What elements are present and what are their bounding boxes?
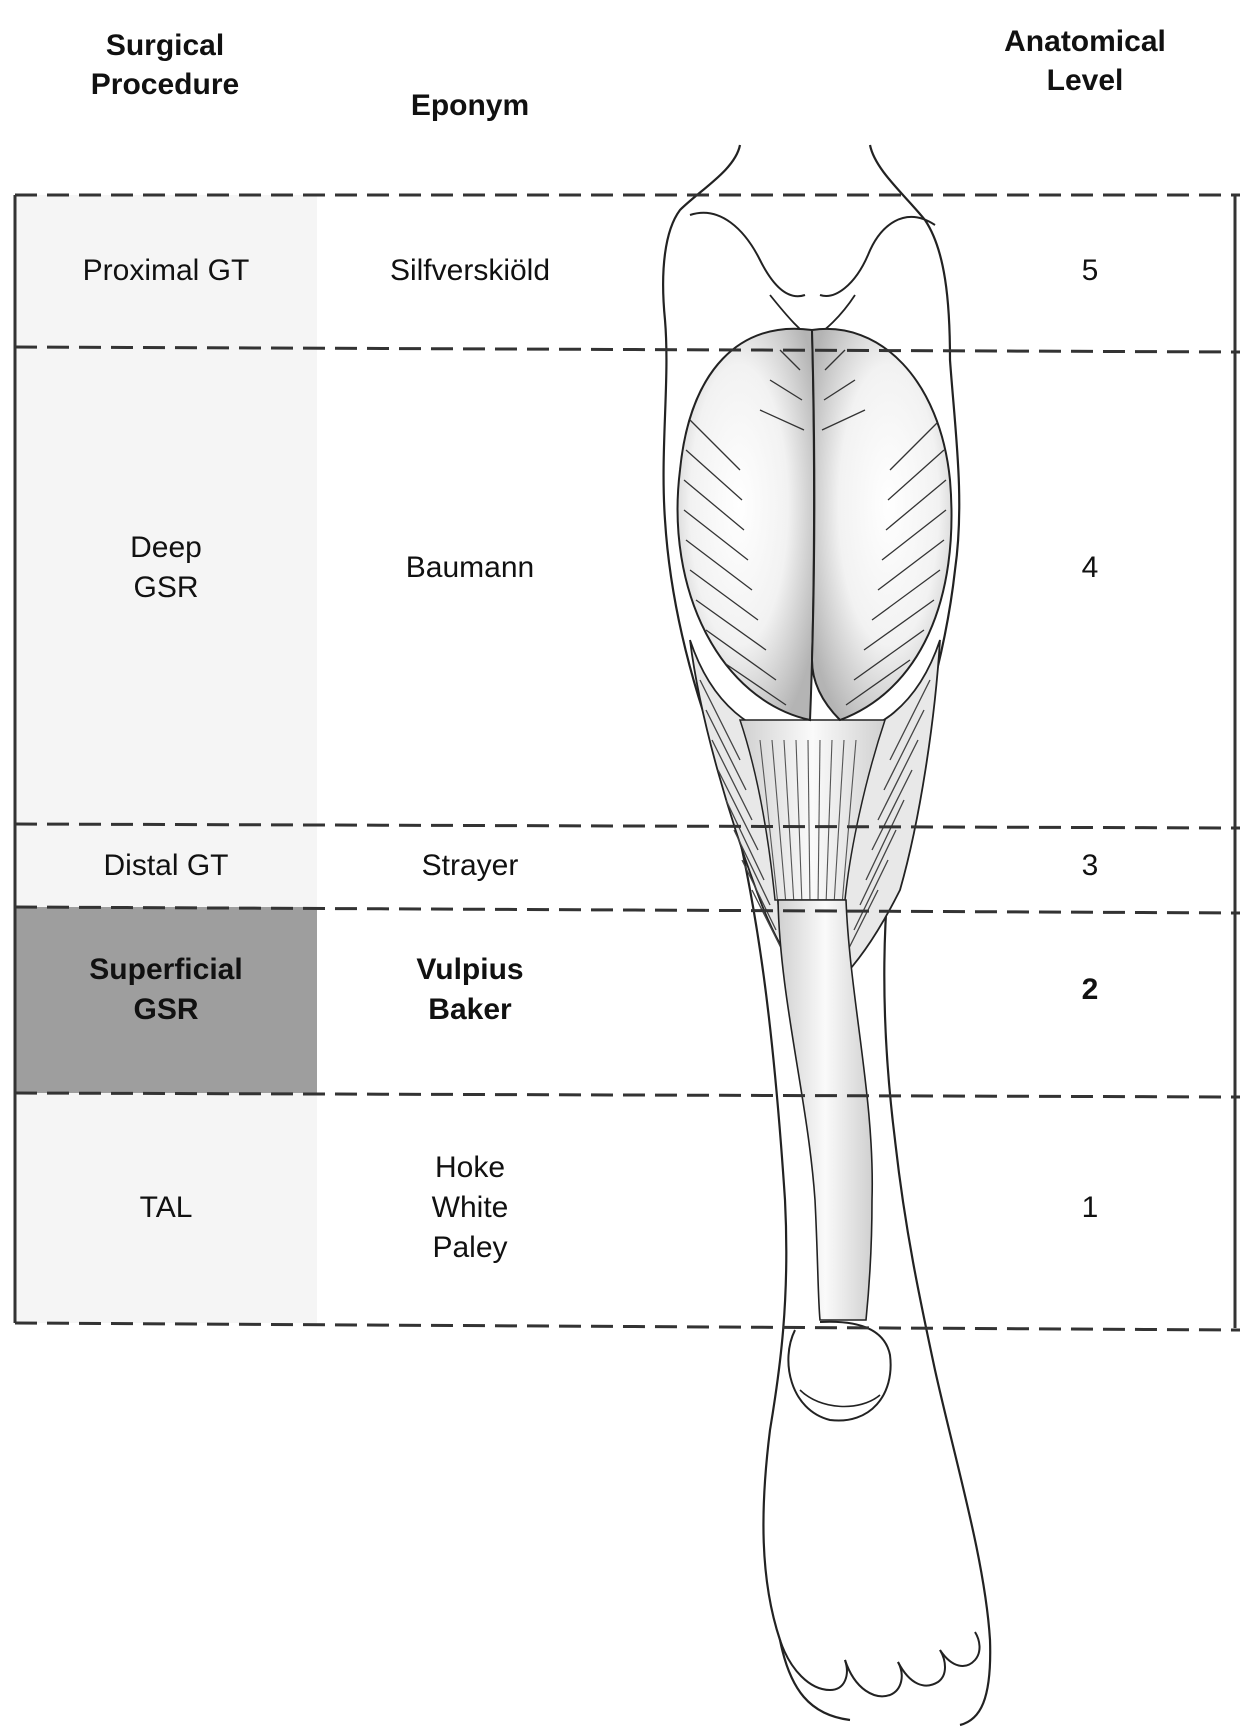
aponeurosis-fibers [759,739,857,906]
row-2-procedure: Superficial GSR [15,907,317,1093]
row-4-procedure-line1: Deep [130,531,202,564]
gastrocnemius-lateral-fibers [821,349,947,706]
heel-curve [799,1389,881,1408]
procedure-column-bg-upper [15,195,317,907]
femoral-condyle-left [689,211,806,298]
row-3-eponym-text: Strayer [421,848,519,882]
toes [779,1631,981,1698]
row-3-eponym: Strayer [330,824,610,907]
row-2-eponym: Vulpius Baker [330,907,610,1093]
procedure-highlight-cell [15,907,317,1093]
row-1-level: 1 [1081,1191,1099,1224]
row-3-level: 3 [1081,848,1099,882]
row-1-eponym-line1: Hoke [434,1151,506,1184]
row-2-eponym-line2: Baker [428,993,512,1026]
row-1-eponym-line2: White [431,1191,509,1224]
row-1-procedure-text: TAL [139,1191,193,1224]
row-3-procedure: Distal GT [15,824,317,907]
row-4-level: 4 [1081,551,1099,584]
row-5-level: 5 [1081,254,1099,287]
header-anatomical-level: Anatomical Level [960,22,1210,100]
row-1-procedure: TAL [15,1093,317,1323]
header-eponym: Eponym [410,89,530,122]
row-4-eponym-text: Baumann [405,551,535,584]
row-1-eponym-line3: Paley [432,1231,508,1264]
row-4-procedure-line2: GSR [133,571,199,604]
row-2-level: 2 [1081,973,1099,1006]
gastrocnemius-lateral-head [810,327,953,722]
row-5-procedure-text: Proximal GT [82,254,250,287]
row-4-eponym: Baumann [330,347,610,824]
header-level-line2: Level [1046,64,1124,97]
header-level-line1: Anatomical [1004,25,1166,58]
achilles-tendon [777,899,874,1321]
row-2-procedure-line2: GSR [133,993,199,1026]
row-5-eponym: Silfverskiöld [330,195,610,347]
soleus-fibers [699,679,931,951]
gastrocnemius-medial-fibers [683,349,805,706]
row-5-eponym-text: Silfverskiöld [389,254,551,287]
femoral-condyle-right [819,215,936,297]
header-procedure-line1: Surgical [105,29,225,62]
row-4-procedure: Deep GSR [15,347,317,824]
procedure-column-bg-lower [15,1093,317,1323]
header-procedure-line2: Procedure [90,68,240,101]
header-surgical-procedure: Surgical Procedure [40,26,290,104]
row-5-procedure: Proximal GT [15,195,317,347]
row-2-eponym-line1: Vulpius [416,953,524,986]
row-2-procedure-line1: Superficial [89,953,243,986]
row-3-procedure-text: Distal GT [103,848,229,882]
row-1-eponym: Hoke White Paley [330,1093,610,1323]
